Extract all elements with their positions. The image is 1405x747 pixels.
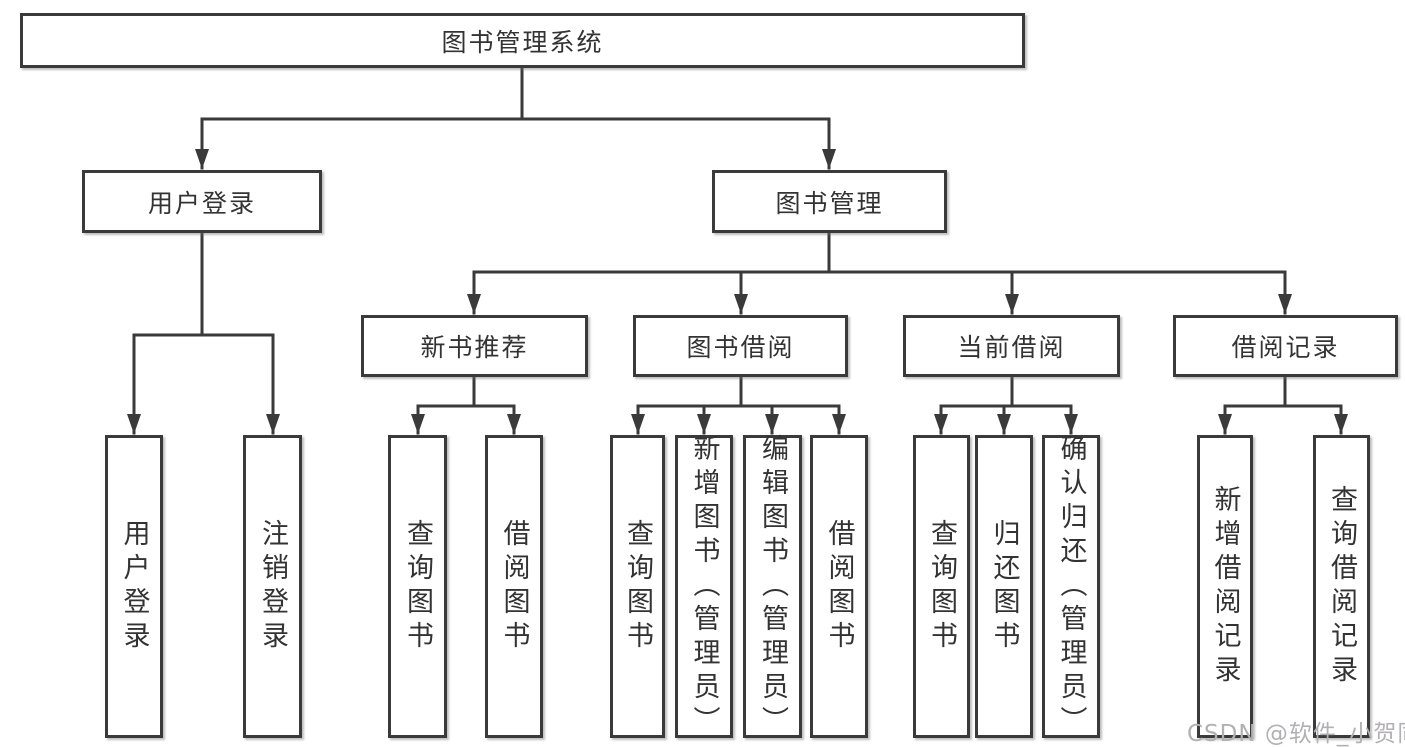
leaf-current-return-book: 归还图书	[975, 435, 1033, 738]
node-new-book-recommend: 新书推荐	[361, 315, 588, 377]
leaf-current-query-book-label: 查询图书	[926, 518, 957, 655]
node-book-borrow-label: 图书借阅	[686, 333, 795, 362]
node-new-book-recommend-label: 新书推荐	[420, 333, 529, 362]
node-book-management: 图书管理	[712, 170, 947, 233]
csdn-watermark: CSDN @软件_小贺同学	[1187, 721, 1405, 747]
node-book-management-label: 图书管理	[775, 188, 884, 218]
leaf-record-query: 查询借阅记录	[1313, 435, 1370, 738]
node-book-borrow: 图书借阅	[633, 315, 848, 377]
leaf-current-confirm-return-admin: 确认归还（管理员）	[1042, 433, 1100, 740]
leaf-borrow-edit-book-admin: 编辑图书（管理员）	[743, 433, 802, 740]
leaf-newrec-borrow-book: 借阅图书	[485, 435, 543, 738]
leaf-record-query-label: 查询借阅记录	[1326, 484, 1357, 689]
node-current-borrow-label: 当前借阅	[957, 333, 1066, 362]
leaf-current-query-book: 查询图书	[913, 435, 970, 738]
leaf-borrow-borrow-book: 借阅图书	[810, 435, 868, 738]
leaf-record-add-label: 新增借阅记录	[1209, 484, 1241, 689]
leaf-logout: 注销登录	[243, 435, 302, 738]
leaf-current-confirm-return-admin-label: 确认归还（管理员）	[1055, 433, 1087, 740]
node-borrow-record-label: 借阅记录	[1231, 333, 1340, 362]
node-user-login-label: 用户登录	[147, 188, 256, 218]
leaf-borrow-query-book: 查询图书	[610, 435, 665, 738]
leaf-logout-label: 注销登录	[257, 518, 288, 655]
leaf-user-login: 用户登录	[105, 435, 163, 738]
leaf-record-add: 新增借阅记录	[1197, 435, 1253, 738]
node-borrow-record: 借阅记录	[1173, 315, 1398, 377]
leaf-newrec-query-book: 查询图书	[388, 435, 447, 738]
leaf-borrow-borrow-book-label: 借阅图书	[823, 518, 855, 655]
leaf-borrow-query-book-label: 查询图书	[622, 518, 653, 655]
leaf-borrow-edit-book-admin-label: 编辑图书（管理员）	[757, 433, 788, 740]
leaf-borrow-add-book-admin: 新增图书（管理员）	[675, 433, 733, 740]
node-current-borrow: 当前借阅	[903, 315, 1120, 377]
node-user-login: 用户登录	[82, 170, 322, 233]
node-root-system: 图书管理系统	[20, 13, 1025, 68]
leaf-user-login-label: 用户登录	[118, 518, 150, 655]
leaf-borrow-add-book-admin-label: 新增图书（管理员）	[688, 433, 720, 740]
leaf-newrec-borrow-book-label: 借阅图书	[498, 518, 530, 655]
leaf-newrec-query-book-label: 查询图书	[402, 518, 433, 655]
node-root-system-label: 图书管理系统	[441, 27, 604, 57]
leaf-current-return-book-label: 归还图书	[988, 518, 1020, 655]
